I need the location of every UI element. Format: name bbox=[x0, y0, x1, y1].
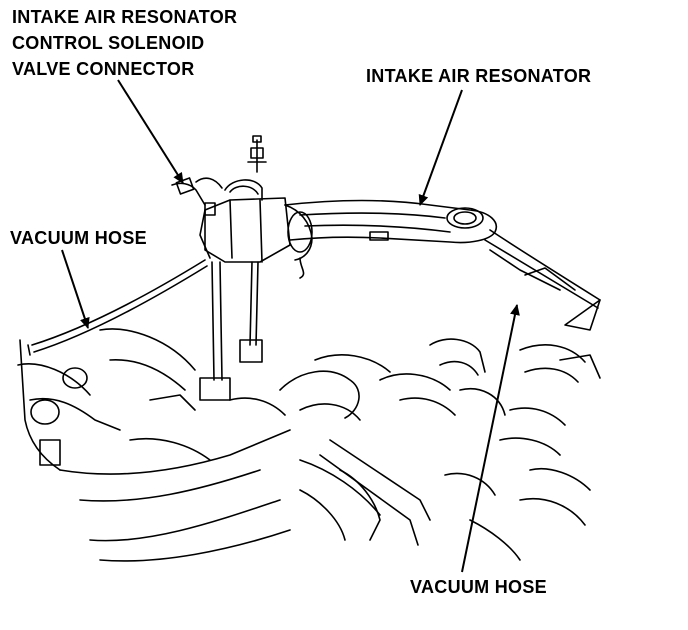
label-intake-air-resonator: INTAKE AIR RESONATOR bbox=[366, 66, 592, 86]
leader-vacuum-hose-bottom bbox=[461, 304, 520, 573]
label-vacuum-hose-left: VACUUM HOSE bbox=[10, 228, 147, 248]
engine-outline bbox=[17, 328, 291, 562]
intake-air-resonator bbox=[284, 199, 497, 244]
label-solenoid-valve-connector: INTAKE AIR RESONATOR CONTROL SOLENOID VA… bbox=[12, 4, 237, 82]
label-line-2: CONTROL SOLENOID bbox=[12, 33, 205, 53]
label-line-3: VALVE CONNECTOR bbox=[12, 59, 195, 79]
label-line-1: INTAKE AIR RESONATOR bbox=[12, 7, 238, 27]
engine-components bbox=[279, 338, 506, 546]
leader-intake-air-resonator bbox=[418, 89, 463, 206]
right-side-components bbox=[444, 344, 601, 561]
vacuum-hose-right bbox=[484, 229, 601, 331]
vacuum-hose-left bbox=[27, 259, 208, 356]
solenoid-connector bbox=[171, 177, 223, 206]
leader-solenoid-connector bbox=[117, 79, 184, 184]
mounting-bolt bbox=[247, 135, 267, 173]
leader-vacuum-hose-left bbox=[61, 249, 90, 329]
vertical-vacuum-lines bbox=[199, 261, 263, 401]
control-solenoid-valve bbox=[199, 179, 313, 279]
label-vacuum-hose-bottom: VACUUM HOSE bbox=[410, 577, 547, 597]
